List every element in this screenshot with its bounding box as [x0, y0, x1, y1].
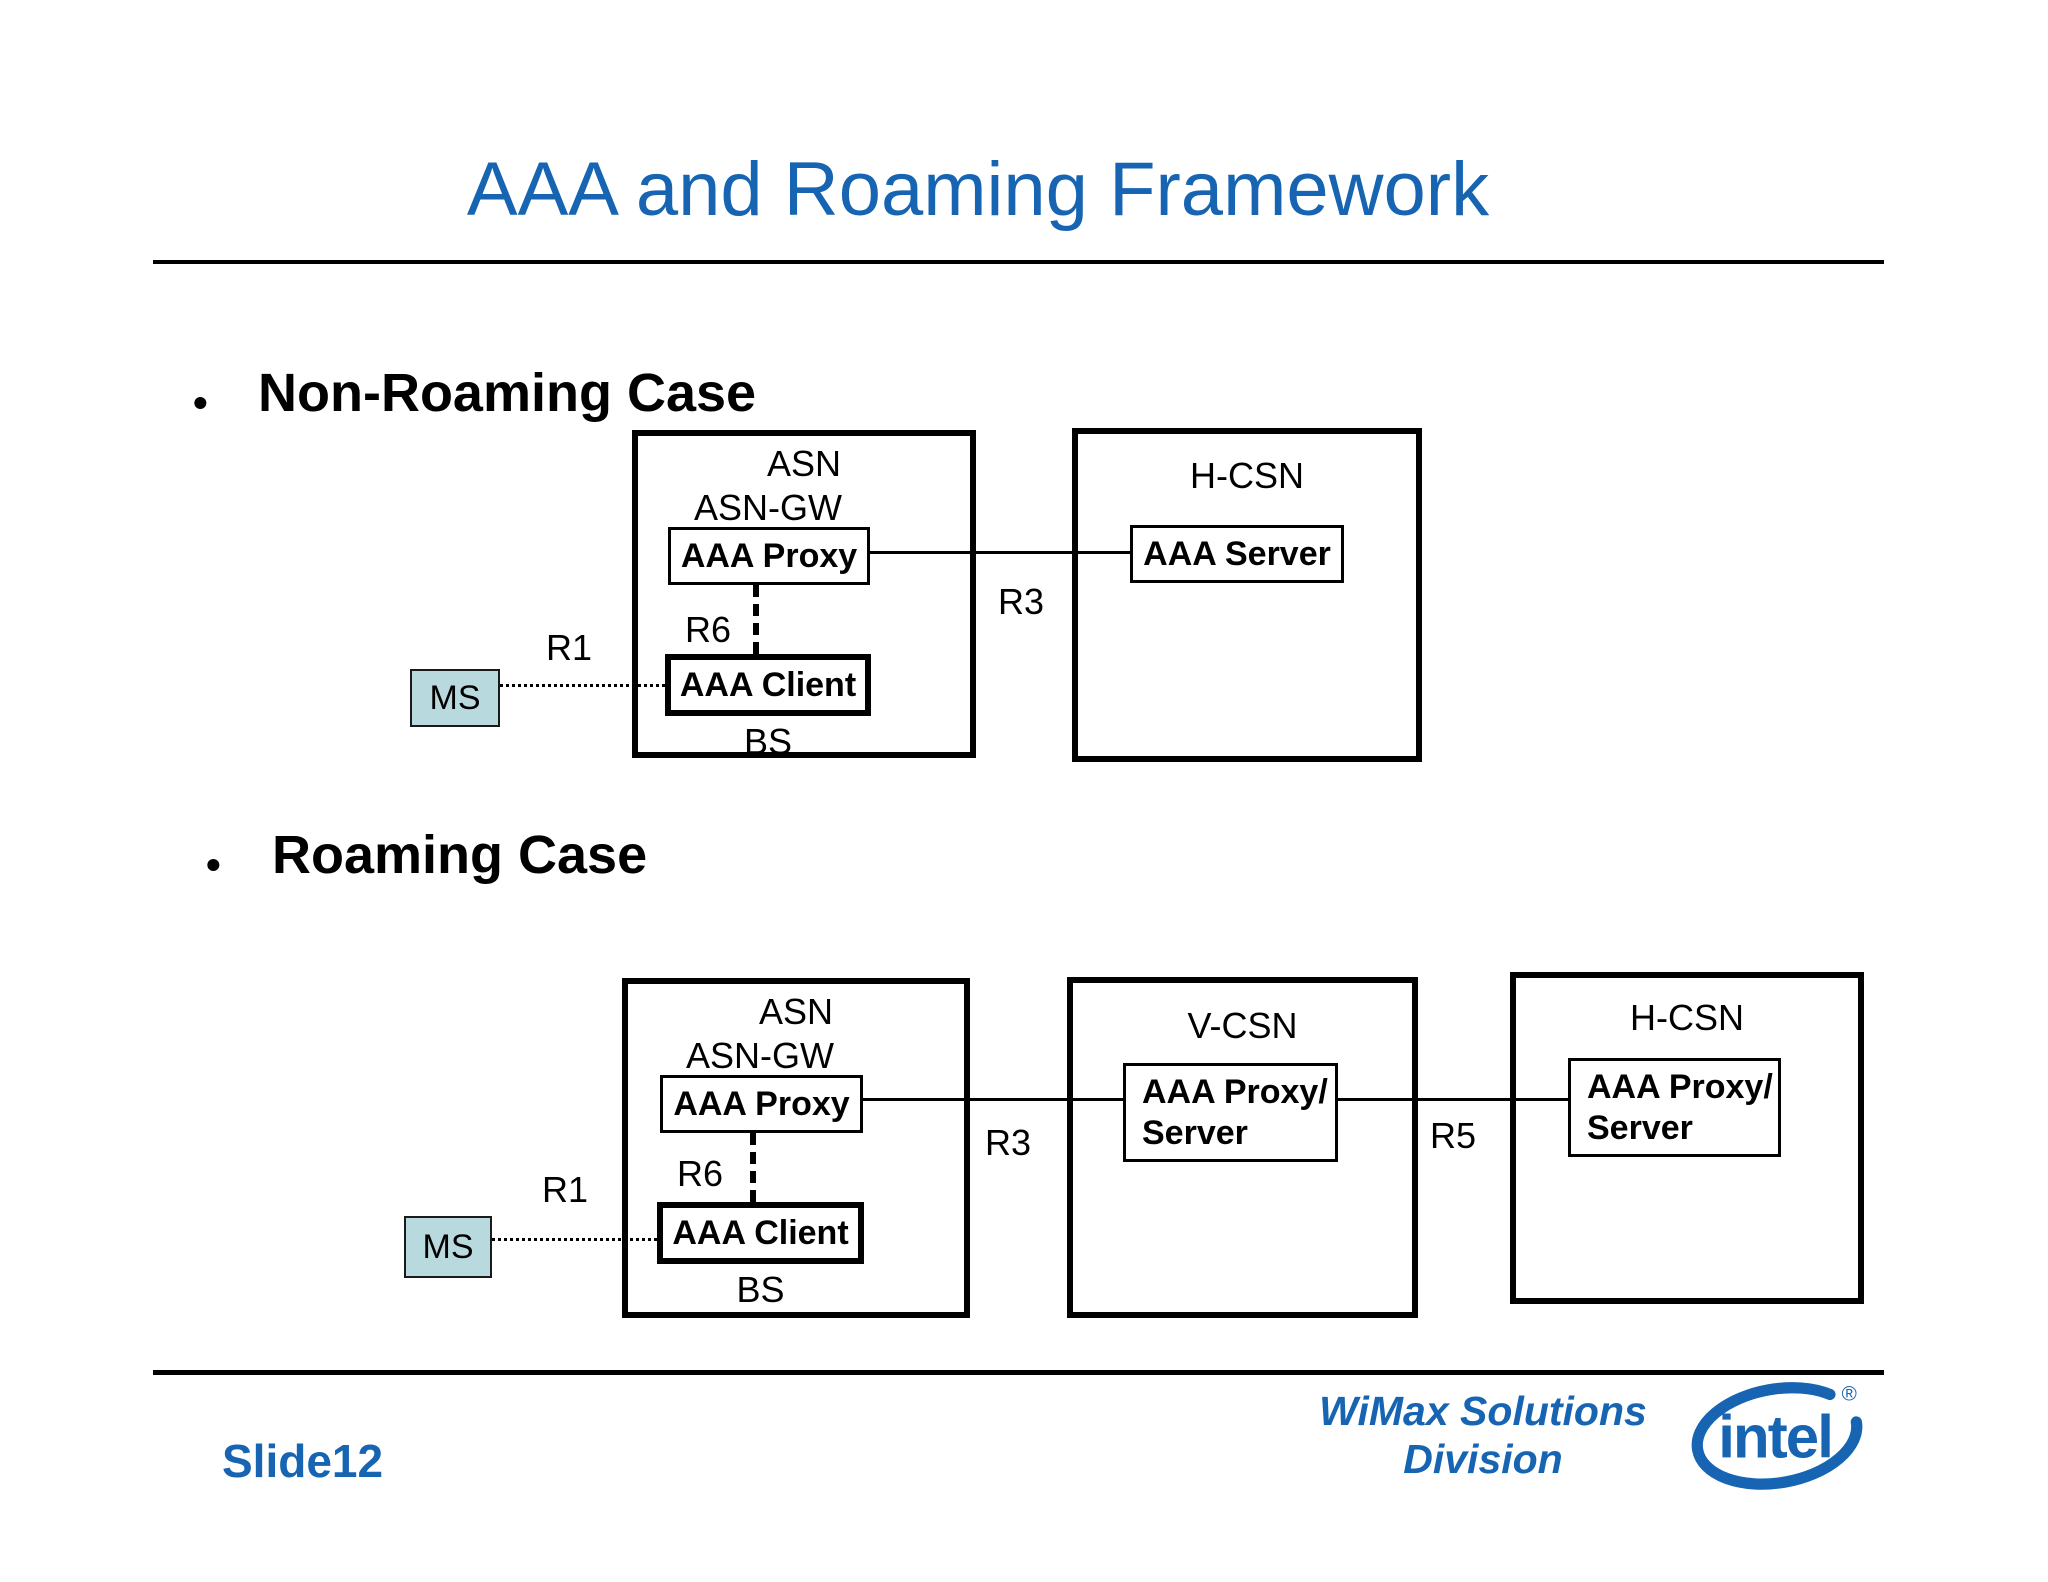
- asn-box-roaming: [622, 978, 970, 1318]
- asn-label: ASN: [758, 991, 834, 1032]
- aaa-proxy-box-roaming: AAA Proxy: [660, 1075, 863, 1133]
- r6-link-line: [750, 1133, 756, 1202]
- ms-box-roaming: MS: [404, 1216, 492, 1278]
- aaa-proxy-label: AAA Proxy: [673, 1084, 850, 1123]
- vcsn-aaa-proxy-server-line1: AAA Proxy/: [1142, 1072, 1328, 1111]
- aaa-client-label: AAA Client: [679, 665, 857, 704]
- vcsn-aaa-proxy-server-box: AAA Proxy/ Server: [1123, 1063, 1338, 1162]
- bullet-icon: •: [193, 379, 208, 426]
- hcsn-aaa-proxy-server-box: AAA Proxy/ Server: [1568, 1058, 1781, 1157]
- bs-label: BS: [743, 721, 793, 762]
- bullet-icon: •: [206, 841, 221, 888]
- asn-gw-label: ASN-GW: [686, 1035, 834, 1076]
- ms-label: MS: [429, 678, 481, 717]
- intel-logo-registered-mark: ®: [1842, 1382, 1857, 1405]
- aaa-server-label: AAA Server: [1143, 534, 1331, 573]
- section-heading-non-roaming: Non-Roaming Case: [258, 363, 757, 423]
- section-heading-roaming: Roaming Case: [272, 825, 648, 885]
- r6-link-line: [753, 585, 759, 654]
- r5-link-line: [1338, 1098, 1568, 1101]
- aaa-server-box: AAA Server: [1130, 525, 1344, 583]
- asn-box: [632, 430, 976, 758]
- division-name: WiMax Solutions Division: [1283, 1388, 1683, 1484]
- hcsn-label: H-CSN: [1190, 455, 1304, 496]
- r6-label: R6: [677, 1153, 724, 1194]
- asn-label: ASN: [766, 443, 842, 484]
- aaa-proxy-label: AAA Proxy: [680, 536, 858, 575]
- vcsn-label: V-CSN: [1187, 1005, 1298, 1046]
- hcsn-label: H-CSN: [1630, 997, 1744, 1038]
- aaa-client-box: AAA Client: [665, 654, 871, 716]
- division-line2: Division: [1403, 1435, 1563, 1482]
- hcsn-aaa-proxy-server-line2: Server: [1587, 1108, 1693, 1147]
- hcsn-box: [1072, 428, 1422, 762]
- r3-label: R3: [985, 1122, 1032, 1163]
- intel-logo-swoosh: [1691, 1382, 1863, 1490]
- division-line1: WiMax Solutions: [1319, 1388, 1647, 1434]
- vcsn-box: [1067, 977, 1418, 1318]
- r1-label: R1: [546, 627, 593, 668]
- aaa-client-label: AAA Client: [672, 1213, 849, 1252]
- r1-label: R1: [542, 1169, 589, 1210]
- r3-link-line: [863, 1098, 1123, 1101]
- r5-label: R5: [1430, 1115, 1477, 1156]
- r3-label: R3: [998, 581, 1045, 622]
- page-title: AAA and Roaming Framework: [466, 147, 1490, 232]
- r1-link-line: [500, 684, 665, 687]
- vcsn-aaa-proxy-server-line2: Server: [1142, 1113, 1248, 1152]
- r6-label: R6: [685, 609, 732, 650]
- intel-logo-text: intel: [1718, 1403, 1832, 1470]
- ms-label: MS: [422, 1227, 474, 1266]
- hcsn-aaa-proxy-server-line1: AAA Proxy/: [1587, 1067, 1773, 1106]
- ms-box: MS: [410, 669, 500, 727]
- r3-link-line: [870, 551, 1130, 554]
- title-divider: [153, 260, 1884, 264]
- r1-link-line: [492, 1238, 657, 1241]
- slide-number: Slide12: [222, 1435, 384, 1487]
- aaa-client-box-roaming: AAA Client: [657, 1202, 864, 1264]
- footer-divider: [153, 1370, 1884, 1375]
- asn-gw-label: ASN-GW: [694, 487, 842, 528]
- bs-label: BS: [736, 1269, 785, 1310]
- aaa-proxy-box: AAA Proxy: [668, 527, 870, 585]
- hcsn-box-roaming: [1510, 972, 1864, 1304]
- intel-logo-icon: intel ®: [1691, 1382, 1863, 1490]
